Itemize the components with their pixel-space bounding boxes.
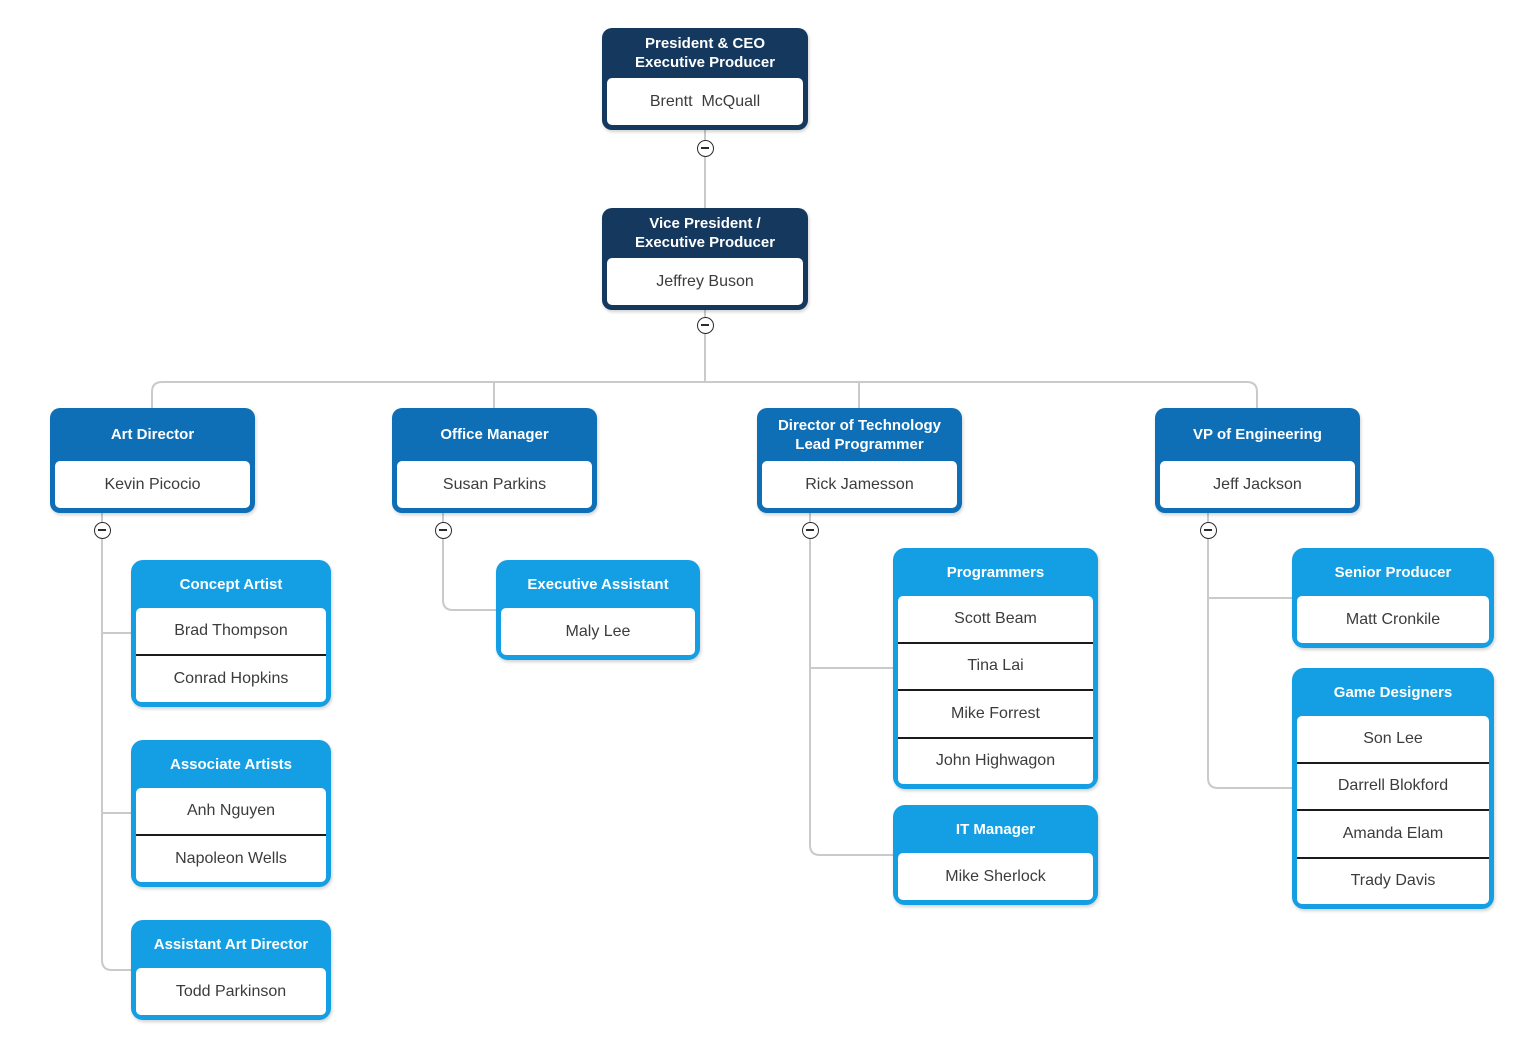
- node-title: Game Designers: [1292, 668, 1494, 716]
- node-title: Vice President / Executive Producer: [602, 208, 808, 258]
- member-name: John Highwagon: [898, 736, 1093, 785]
- title-line: Assistant Art Director: [153, 935, 309, 953]
- member-name: Todd Parkinson: [175, 982, 287, 1000]
- org-node-art-director[interactable]: Art Director Kevin Picocio: [50, 408, 255, 513]
- org-node-it-manager[interactable]: IT Manager Mike Sherlock: [893, 805, 1098, 905]
- collapse-button-vp-of-engineering[interactable]: [1199, 521, 1217, 539]
- node-members: Matt Cronkile: [1297, 596, 1489, 643]
- node-title: Programmers: [893, 548, 1098, 596]
- title-line: Executive Producer: [634, 234, 776, 251]
- node-title: President & CEO Executive Producer: [602, 28, 808, 78]
- title-line: Art Director: [110, 426, 195, 443]
- title-line: President & CEO: [644, 35, 766, 52]
- node-members: Scott Beam Tina Lai Mike Forrest John Hi…: [898, 596, 1093, 784]
- member-name: Trady Davis: [1297, 856, 1489, 905]
- node-members: Todd Parkinson: [136, 968, 326, 1015]
- collapse-button-vice-president[interactable]: [696, 316, 714, 334]
- title-line: Associate Artists: [170, 755, 292, 773]
- title-line: Game Designers: [1333, 683, 1453, 701]
- node-members: Jeffrey Buson: [607, 258, 803, 305]
- title-line: IT Manager: [955, 820, 1036, 838]
- collapse-button-president[interactable]: [696, 139, 714, 157]
- member-name: Scott Beam: [954, 609, 1037, 627]
- title-line: Office Manager: [440, 426, 549, 443]
- title-line: Programmers: [946, 563, 1045, 581]
- member-name: Anh Nguyen: [186, 802, 276, 819]
- node-members: Brad Thompson Conrad Hopkins: [136, 608, 326, 702]
- node-members: Kevin Picocio: [55, 461, 250, 508]
- node-members: Mike Sherlock: [898, 853, 1093, 900]
- member-name: Maly Lee: [565, 622, 631, 640]
- org-node-office-manager[interactable]: Office Manager Susan Parkins: [392, 408, 597, 513]
- member-name: Jeffrey Buson: [656, 272, 754, 290]
- title-line: VP of Engineering: [1193, 426, 1322, 443]
- node-title: Assistant Art Director: [131, 920, 331, 968]
- member-name: Napoleon Wells: [136, 834, 326, 882]
- member-name: Conrad Hopkins: [136, 654, 326, 702]
- node-title: Art Director: [50, 408, 255, 461]
- node-title: Concept Artist: [131, 560, 331, 608]
- node-title: Associate Artists: [131, 740, 331, 788]
- org-node-assistant-art-director[interactable]: Assistant Art Director Todd Parkinson: [131, 920, 331, 1020]
- node-members: Susan Parkins: [397, 461, 592, 508]
- org-node-president[interactable]: President & CEO Executive Producer Brent…: [602, 28, 808, 130]
- org-node-programmers[interactable]: Programmers Scott Beam Tina Lai Mike For…: [893, 548, 1098, 789]
- member-name: Darrell Blokford: [1297, 761, 1489, 810]
- title-line: Executive Assistant: [527, 575, 669, 593]
- node-title: Director of Technology Lead Programmer: [757, 408, 962, 461]
- org-node-associate-artists[interactable]: Associate Artists Anh Nguyen Napoleon We…: [131, 740, 331, 887]
- org-node-vice-president[interactable]: Vice President / Executive Producer Jeff…: [602, 208, 808, 310]
- org-node-director-of-technology[interactable]: Director of Technology Lead Programmer R…: [757, 408, 962, 513]
- org-node-vp-of-engineering[interactable]: VP of Engineering Jeff Jackson: [1155, 408, 1360, 513]
- title-line: Lead Programmer: [795, 435, 924, 453]
- node-members: Maly Lee: [501, 608, 695, 655]
- member-name: Rick Jamesson: [805, 475, 914, 493]
- node-members: Rick Jamesson: [762, 461, 957, 508]
- org-node-executive-assistant[interactable]: Executive Assistant Maly Lee: [496, 560, 700, 660]
- member-name: Mike Forrest: [898, 689, 1093, 737]
- member-name: Brentt McQuall: [649, 92, 761, 110]
- org-node-game-designers[interactable]: Game Designers Son Lee Darrell Blokford …: [1292, 668, 1494, 909]
- node-title: Senior Producer: [1292, 548, 1494, 596]
- collapse-button-office-manager[interactable]: [434, 521, 452, 539]
- collapse-button-director-of-technology[interactable]: [801, 521, 819, 539]
- member-name: Matt Cronkile: [1345, 610, 1441, 628]
- node-title: Executive Assistant: [496, 560, 700, 608]
- member-name: Mike Sherlock: [945, 867, 1046, 885]
- collapse-button-art-director[interactable]: [93, 521, 111, 539]
- node-title: IT Manager: [893, 805, 1098, 853]
- member-name: Susan Parkins: [442, 475, 547, 493]
- title-line: Director of Technology: [777, 416, 942, 434]
- member-name: Jeff Jackson: [1213, 475, 1302, 493]
- org-node-senior-producer[interactable]: Senior Producer Matt Cronkile: [1292, 548, 1494, 648]
- node-title: Office Manager: [392, 408, 597, 461]
- member-name: Amanda Elam: [1297, 809, 1489, 857]
- org-node-concept-artist[interactable]: Concept Artist Brad Thompson Conrad Hopk…: [131, 560, 331, 707]
- member-name: Son Lee: [1363, 729, 1423, 747]
- title-line: Executive Producer: [634, 54, 776, 71]
- member-name: Kevin Picocio: [104, 475, 201, 493]
- node-title: VP of Engineering: [1155, 408, 1360, 461]
- node-members: Son Lee Darrell Blokford Amanda Elam Tra…: [1297, 716, 1489, 904]
- member-name: Tina Lai: [898, 641, 1093, 690]
- node-members: Anh Nguyen Napoleon Wells: [136, 788, 326, 882]
- node-members: Jeff Jackson: [1160, 461, 1355, 508]
- title-line: Vice President /: [649, 215, 761, 232]
- member-name: Brad Thompson: [174, 622, 288, 639]
- title-line: Concept Artist: [179, 575, 283, 593]
- title-line: Senior Producer: [1334, 563, 1452, 581]
- node-members: Brentt McQuall: [607, 78, 803, 125]
